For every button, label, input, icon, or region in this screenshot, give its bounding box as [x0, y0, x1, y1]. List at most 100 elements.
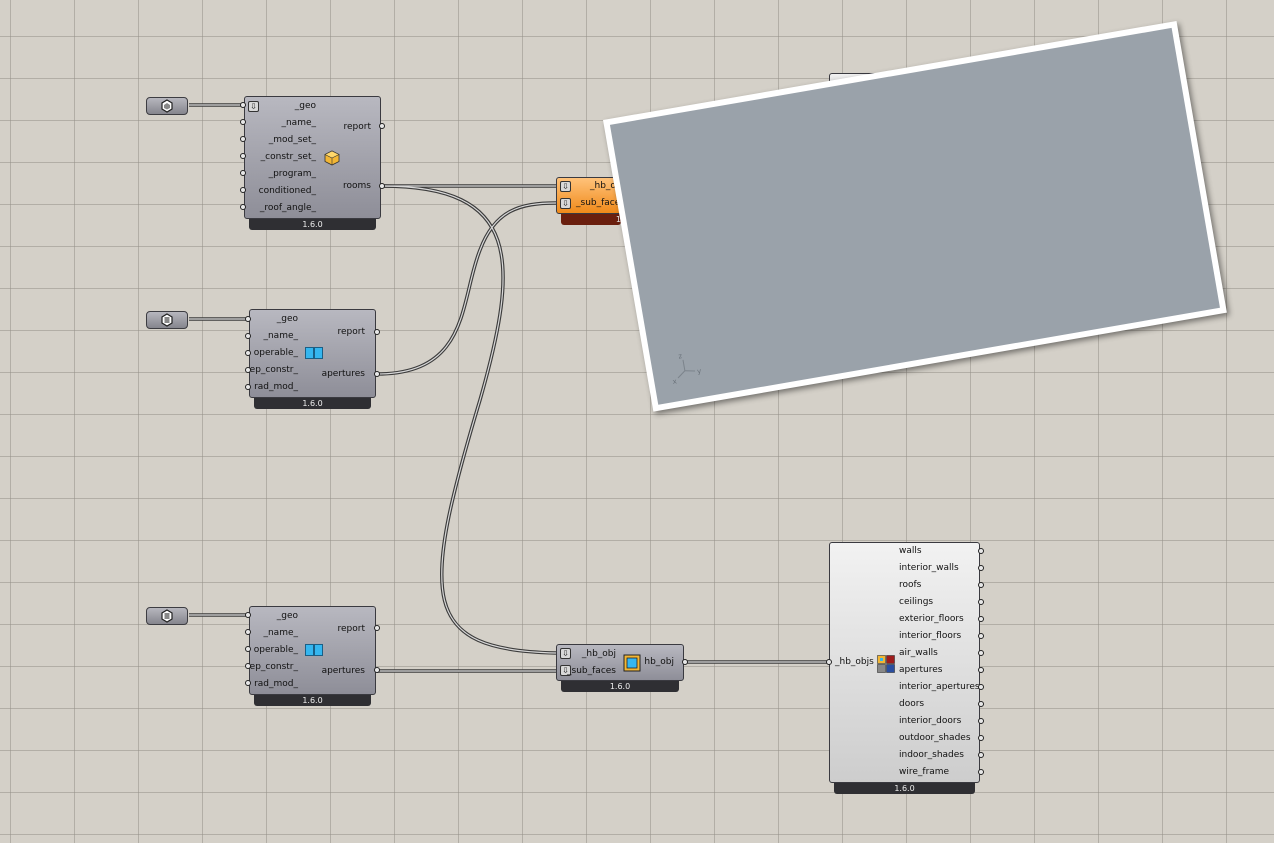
input-grip[interactable] [245, 646, 251, 652]
input-grip[interactable] [245, 612, 251, 618]
input-label: _sub_faces [567, 666, 616, 676]
version-label: 1.6.0 [249, 219, 376, 230]
input-label: rad_mod_ [254, 679, 298, 689]
axis-gizmo [677, 359, 696, 379]
input-grip[interactable] [240, 204, 246, 210]
input-label: _geo [276, 314, 298, 324]
input-label: _roof_angle_ [259, 203, 316, 213]
input-grip[interactable] [245, 367, 251, 373]
hexagon-icon [161, 99, 173, 113]
output-grip[interactable] [374, 329, 380, 335]
input-grip[interactable] [245, 663, 251, 669]
output-grip[interactable] [978, 548, 984, 554]
input-grip[interactable] [240, 136, 246, 142]
input-grip[interactable] [245, 384, 251, 390]
output-grip[interactable] [978, 667, 984, 673]
output-grip[interactable] [374, 667, 380, 673]
arrow-down-icon[interactable]: ⇩ [560, 665, 571, 676]
input-grip[interactable] [245, 333, 251, 339]
output-grip[interactable] [978, 582, 984, 588]
output-grip[interactable] [374, 625, 380, 631]
arrow-down-icon[interactable]: ⇩ [560, 181, 571, 192]
input-label: _name_ [263, 331, 298, 341]
add-subface-component[interactable]: ⇩ ⇩ _hb_obj _sub_faces hb_obj [556, 644, 684, 681]
output-grip[interactable] [978, 633, 984, 639]
output-label: report [343, 122, 372, 132]
axis-label-y: y [697, 367, 702, 376]
input-grip[interactable] [245, 316, 251, 322]
output-label: walls [899, 546, 922, 556]
input-grip[interactable] [240, 153, 246, 159]
input-label: _hb_o [590, 181, 616, 191]
axis-label-z: z [678, 352, 683, 361]
output-grip[interactable] [978, 701, 984, 707]
rooms-component[interactable]: ⇩ _geo _name_ _mod_set_ _constr_set_ _pr… [244, 96, 381, 219]
output-grip[interactable] [978, 565, 984, 571]
input-label: _hb_obj [581, 649, 616, 659]
input-label: _geo [294, 101, 316, 111]
output-grip[interactable] [978, 769, 984, 775]
output-grip[interactable] [978, 616, 984, 622]
hexagon-icon [161, 313, 173, 327]
input-label: _sub_face [576, 198, 621, 208]
input-label: ep_constr_ [249, 662, 298, 672]
output-label: indoor_shades [899, 750, 964, 760]
output-grip[interactable] [978, 599, 984, 605]
output-label: interior_apertures [899, 682, 980, 692]
output-grip[interactable] [978, 752, 984, 758]
output-label: apertures [321, 369, 365, 379]
aperture-component-2[interactable]: _geo _name_ operable_ ep_constr_ rad_mod… [249, 606, 376, 695]
input-label: _program_ [268, 169, 316, 179]
output-grip[interactable] [978, 684, 984, 690]
output-label: interior_floors [899, 631, 962, 641]
output-label: interior_walls [899, 563, 959, 573]
box-icon [324, 150, 340, 166]
output-label: report [337, 624, 366, 634]
subface-icon [623, 654, 641, 672]
output-label: air_walls [899, 648, 938, 658]
input-grip[interactable] [240, 187, 246, 193]
output-grip[interactable] [379, 123, 385, 129]
output-label: outdoor_shades [899, 733, 971, 743]
input-label: _name_ [281, 118, 316, 128]
arrow-down-icon[interactable]: ⇩ [560, 648, 571, 659]
input-grip[interactable] [240, 170, 246, 176]
input-label: rad_mod_ [254, 382, 298, 392]
input-grip[interactable] [826, 659, 832, 665]
geometry-param-2[interactable] [146, 311, 188, 329]
input-grip[interactable] [240, 102, 246, 108]
input-grip[interactable] [245, 680, 251, 686]
faces-icon [877, 655, 895, 673]
arrow-down-icon[interactable]: ⇩ [248, 101, 259, 112]
output-label: report [337, 327, 366, 337]
input-label: _mod_set_ [268, 135, 316, 145]
output-grip[interactable] [682, 659, 688, 665]
output-grip[interactable] [978, 650, 984, 656]
output-grip[interactable] [374, 371, 380, 377]
aperture-component-1[interactable]: _geo _name_ operable_ ep_constr_ rad_mod… [249, 309, 376, 398]
input-label: _hb_objs [835, 657, 874, 667]
input-label: operable_ [253, 645, 298, 655]
window-icon [305, 644, 323, 656]
geometry-param-1[interactable] [146, 97, 188, 115]
axis-label-x: x [672, 377, 677, 386]
geometry-param-3[interactable] [146, 607, 188, 625]
output-grip[interactable] [978, 735, 984, 741]
hexagon-icon [161, 609, 173, 623]
output-grip[interactable] [978, 718, 984, 724]
output-grip[interactable] [379, 183, 385, 189]
window-icon [305, 347, 323, 359]
wire [376, 201, 557, 376]
input-grip[interactable] [245, 629, 251, 635]
output-label: wire_frame [899, 767, 950, 777]
input-grip[interactable] [240, 119, 246, 125]
input-grip[interactable] [245, 350, 251, 356]
version-label: 1.6.0 [561, 681, 679, 692]
output-label: apertures [321, 666, 365, 676]
deconstruct-component[interactable]: _hb_objs walls interior_walls roofs ceil… [829, 542, 980, 783]
version-label: 1.6.0 [834, 783, 975, 794]
output-label: interior_doors [899, 716, 962, 726]
output-label: ceilings [899, 597, 934, 607]
arrow-down-icon[interactable]: ⇩ [560, 198, 571, 209]
